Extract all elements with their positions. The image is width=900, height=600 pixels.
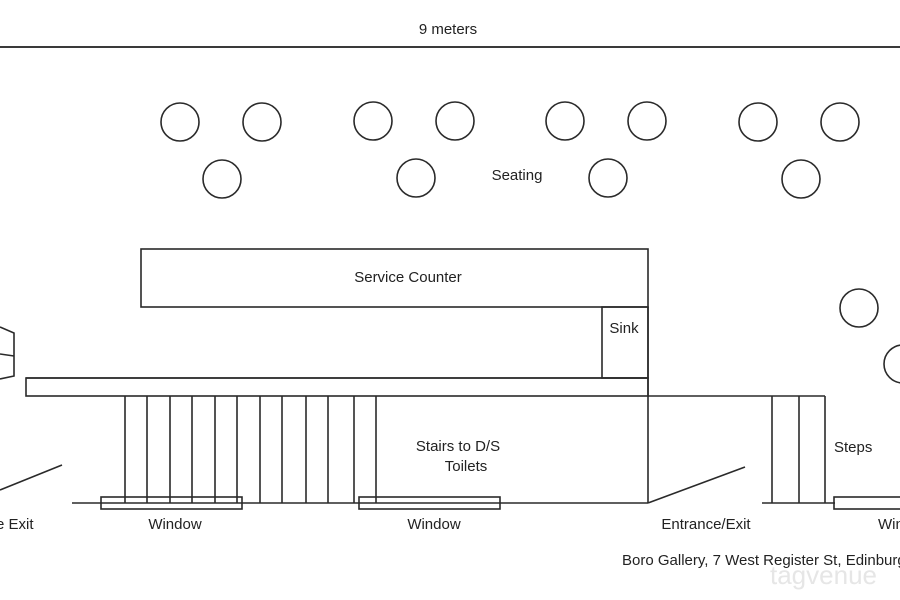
fire-exit-door (0, 464, 63, 491)
table-seat (588, 158, 628, 198)
table-seat (545, 101, 585, 141)
table-seat (839, 288, 879, 328)
table-seat (820, 102, 860, 142)
table-seat (627, 101, 667, 141)
seating-area: Seating (160, 101, 860, 199)
table-seat (353, 101, 393, 141)
table-seat (883, 344, 900, 384)
window-center-label: Window (407, 516, 461, 533)
window-center (358, 496, 501, 510)
table-seat (738, 102, 778, 142)
fire-exit-steps (0, 326, 15, 380)
entrance-door (647, 466, 746, 504)
entrance-exit-label: Entrance/Exit (661, 516, 751, 533)
table-seat (435, 101, 475, 141)
scale-label: 9 meters (419, 21, 477, 38)
sink-label: Sink (609, 320, 639, 337)
steps-label: Steps (834, 439, 872, 456)
window-right (833, 496, 900, 510)
ledge (25, 377, 649, 397)
table-seat (781, 159, 821, 199)
fire-exit-label: e Exit (0, 516, 34, 533)
table-seat (160, 102, 200, 142)
sink (601, 306, 649, 379)
service-counter-label: Service Counter (354, 269, 462, 286)
window-left (100, 496, 243, 510)
service-counter (140, 248, 649, 308)
table-seat (202, 159, 242, 199)
stairs (124, 396, 355, 503)
address-caption: Boro Gallery, 7 West Register St, Edinbu… (622, 552, 900, 569)
window-right-label: Win (878, 516, 900, 533)
stairs-label-line2: Toilets (445, 458, 488, 475)
seating-label: Seating (492, 167, 543, 184)
table-seat (242, 102, 282, 142)
table-seat (396, 158, 436, 198)
steps (771, 396, 826, 503)
watermark: tagvenue (770, 560, 877, 590)
stairs-label-line1: Stairs to D/S (416, 438, 500, 455)
window-left-label: Window (148, 516, 202, 533)
